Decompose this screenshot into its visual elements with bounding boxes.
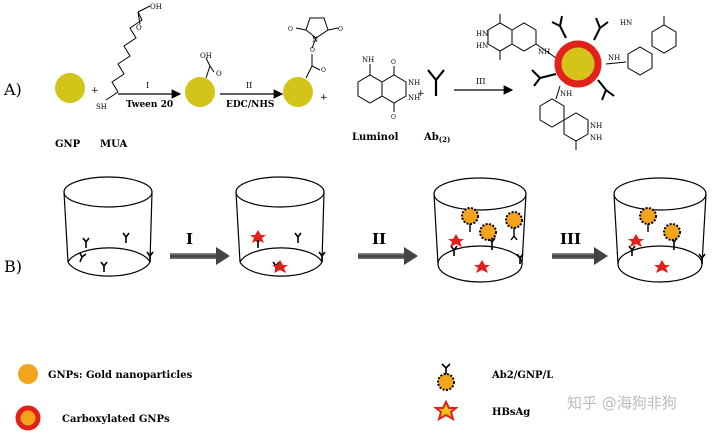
- well-3: [433, 177, 527, 283]
- step3-label: III: [476, 77, 485, 86]
- cooh-o-label: O: [216, 70, 222, 78]
- ester-o-label: O: [321, 67, 326, 74]
- ab2-label: Ab(2): [423, 132, 450, 144]
- gnp-label: GNP: [55, 139, 81, 150]
- gnp-particle: [55, 73, 85, 103]
- gnp-cooh-particle: [185, 77, 215, 107]
- watermark: 知乎 @海狗非狗: [567, 394, 677, 412]
- plus-sign-3: +: [417, 89, 425, 99]
- cooh-group: [205, 57, 215, 79]
- arrow-II-label: II: [372, 230, 386, 248]
- luminol-nh2-label: NH: [362, 56, 374, 64]
- arrow-II-bar: [358, 247, 418, 265]
- luminol-label: Luminol: [352, 132, 399, 143]
- well-1: [63, 176, 154, 277]
- nhs-o3-label: O: [338, 26, 343, 33]
- luminol-o2-label: O: [391, 114, 396, 121]
- hbsag-antigen-icon-2: [448, 234, 490, 273]
- conjugate-particle: [554, 40, 602, 88]
- svg-text:NH: NH: [560, 90, 572, 98]
- svg-text:NH: NH: [590, 122, 602, 130]
- step1-reagent: Tween 20: [126, 100, 173, 110]
- legend-gnp-swatch: [18, 364, 38, 384]
- final-conjugate: HN HN NH HN NH NH NH NH: [476, 14, 677, 150]
- legend-gnp-text: GNPs: Gold nanoparticles: [48, 370, 193, 381]
- legend-ab2gnp-text: Ab2/GNP/L: [491, 370, 553, 381]
- step1-label: I: [146, 81, 149, 90]
- mua-oh-label: OH: [150, 3, 162, 11]
- legend-carboxylated-text: Carboxylated GNPs: [62, 414, 170, 425]
- step2-reagent: EDC/NHS: [226, 100, 274, 110]
- legend-hbsag-swatch: [433, 399, 459, 422]
- antibody-ab2-icon: [427, 69, 445, 96]
- gnp-nhs-particle: [283, 77, 313, 107]
- panel-a-label: A): [3, 80, 22, 99]
- svg-text:NH: NH: [608, 54, 620, 62]
- svg-text:HN: HN: [476, 30, 488, 38]
- nhs-o2-label: O: [288, 26, 293, 33]
- luminol-nh2b-label: NH: [408, 94, 420, 102]
- hbsag-antigen-icon: [250, 230, 288, 273]
- plus-sign-2: +: [320, 93, 328, 103]
- svg-text:NH: NH: [538, 48, 550, 56]
- legend-ab2gnp-swatch: [437, 363, 455, 391]
- luminol-structure: [357, 64, 407, 112]
- mua-structure: [105, 5, 151, 101]
- nhs-n-label: N: [312, 36, 318, 44]
- mua-sh-label: SH: [96, 103, 107, 111]
- legend-carboxylated-swatch: [15, 405, 41, 431]
- hbsag-antigen-icon-3: [628, 234, 670, 273]
- plus-sign: +: [91, 86, 99, 96]
- nhs-ester-structure: [295, 17, 339, 79]
- arrow-I-bar: [170, 247, 230, 265]
- cooh-oh-label: OH: [200, 52, 212, 60]
- panel-b-label: B): [4, 257, 22, 276]
- svg-text:NH: NH: [590, 134, 602, 142]
- luminol-o-label: O: [391, 59, 396, 66]
- nhs-o-label: O: [310, 47, 315, 54]
- ab2-gnp-conjugate-icon-2: [639, 207, 681, 241]
- svg-text:HN: HN: [620, 19, 632, 27]
- mua-o-label: O: [136, 24, 142, 32]
- ab2-gnp-conjugate-icon: [461, 207, 523, 241]
- arrow-I-label: I: [186, 230, 193, 248]
- svg-text:HN: HN: [476, 42, 488, 50]
- arrow-III-label: III: [560, 230, 581, 248]
- legend-hbsag-text: HBsAg: [492, 407, 530, 418]
- mua-label: MUA: [100, 139, 127, 150]
- arrow-III-bar: [552, 247, 608, 265]
- luminol-nh-label: NH: [408, 79, 420, 87]
- step2-label: II: [246, 81, 252, 90]
